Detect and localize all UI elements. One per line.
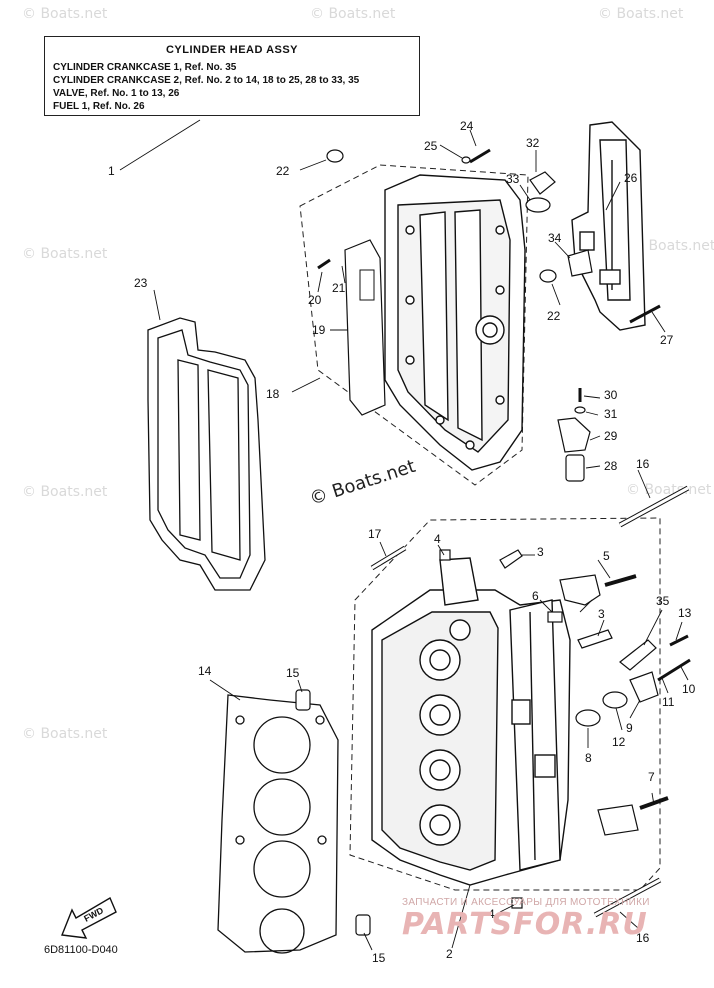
title-box: CYLINDER HEAD ASSY CYLINDER CRANKCASE 1,… [44, 36, 420, 116]
manifold-bracket [571, 121, 646, 331]
block-dashed-outline [349, 517, 661, 891]
callout-16: 16 [636, 457, 650, 471]
watermark: © Boats.net [22, 246, 108, 262]
copyright-stamp: © Boats.net [307, 456, 418, 510]
callout-15b: 15 [372, 951, 386, 965]
head-cover [384, 174, 526, 471]
callout-2: 2 [446, 947, 453, 961]
cover-gasket [147, 317, 266, 591]
callout-30: 30 [604, 388, 618, 402]
small-parts [295, 148, 691, 936]
watermark: © Boats.net [598, 6, 684, 22]
document-code: 6D81100-D040 [44, 944, 118, 956]
callout-8: 8 [585, 751, 592, 765]
callout-19: 19 [312, 323, 326, 337]
callout-16b: 16 [636, 931, 650, 945]
callout-15: 15 [286, 666, 300, 680]
cylinder-block [371, 557, 571, 886]
callout-22b: 22 [547, 309, 561, 323]
callout-23: 23 [134, 276, 148, 290]
callout-34: 34 [548, 231, 562, 245]
cover-plate [344, 239, 386, 416]
callout-4b: 4 [488, 907, 495, 921]
callout-26: 26 [624, 171, 638, 185]
callout-21: 21 [332, 281, 346, 295]
callout-32: 32 [526, 136, 540, 150]
watermark: © Boats.net [22, 6, 108, 22]
callout-12: 12 [612, 735, 626, 749]
callout-28: 28 [604, 459, 618, 473]
callout-10: 10 [682, 682, 696, 696]
callout-3b: 3 [598, 607, 605, 621]
shop-logo: PARTSFOR.RU [402, 907, 648, 942]
callout-22: 22 [276, 164, 290, 178]
callout-6: 6 [532, 589, 539, 603]
callout-18: 18 [266, 387, 280, 401]
callout-13: 13 [678, 606, 692, 620]
callout-29: 29 [604, 429, 618, 443]
callout-35: 35 [656, 594, 670, 608]
callout-25: 25 [424, 139, 438, 153]
callout-11: 11 [662, 695, 675, 709]
callout-17: 17 [368, 527, 382, 541]
callout-3: 3 [537, 545, 544, 559]
leader-lines [119, 119, 689, 951]
callout-9: 9 [626, 721, 633, 735]
watermark: © Boats.net [310, 6, 396, 22]
title-line-1: CYLINDER CRANKCASE 1, Ref. No. 35 [53, 62, 237, 73]
watermark: © Boats.net [22, 726, 108, 742]
cover-plate-tab [359, 269, 375, 301]
callout-1: 1 [108, 164, 115, 178]
head-gasket [217, 694, 339, 954]
callout-27: 27 [660, 333, 674, 347]
callout-7: 7 [648, 770, 655, 784]
callout-20: 20 [308, 293, 322, 307]
title-line-2: CYLINDER CRANKCASE 2, Ref. No. 2 to 14, … [53, 75, 360, 86]
callout-4: 4 [434, 532, 441, 546]
callout-31: 31 [604, 407, 618, 421]
fwd-arrow: FWD [61, 896, 117, 939]
watermark: © Boats.net [626, 482, 712, 498]
title-line-4: FUEL 1, Ref. No. 26 [53, 101, 145, 112]
cover-dashed-outline [299, 164, 529, 486]
callout-14: 14 [198, 664, 212, 678]
callout-labels: 1 2 3 3 4 4 5 6 7 8 9 10 11 12 13 14 15 … [108, 119, 696, 965]
watermark: © Boats.net [22, 484, 108, 500]
diagram-title: CYLINDER HEAD ASSY [165, 44, 299, 56]
callout-24: 24 [460, 119, 474, 133]
title-line-3: VALVE, Ref. No. 1 to 13, 26 [53, 88, 180, 99]
watermark: © Boats.net [630, 238, 714, 254]
callout-33: 33 [506, 172, 520, 186]
watermark-layer: © Boats.net © Boats.net © Boats.net © Bo… [22, 6, 714, 742]
shop-tagline: ЗАПЧАСТИ И АКСЕССУАРЫ ДЛЯ МОТОТЕХНИКИ [402, 897, 650, 908]
callout-5: 5 [603, 549, 610, 563]
